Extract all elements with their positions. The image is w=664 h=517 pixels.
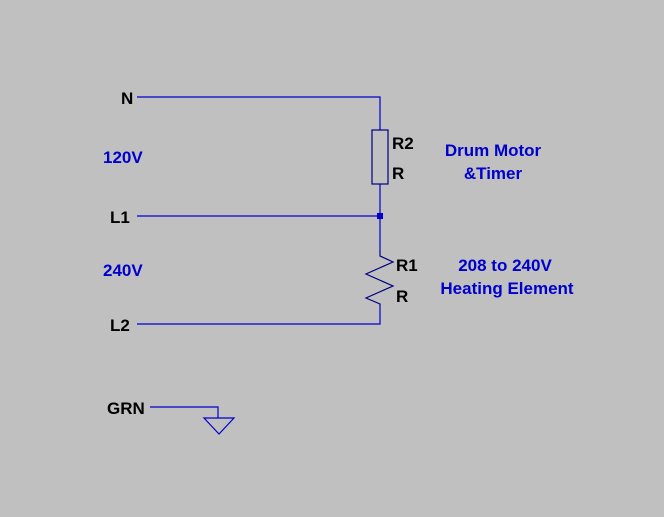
resistor-zigzag-icon [364, 250, 395, 306]
ground-icon [202, 417, 236, 435]
note-motor-line2: &Timer [464, 164, 523, 183]
wire-l2 [137, 306, 381, 325]
component-value-r1: R [396, 287, 408, 306]
wire-n [137, 96, 381, 130]
resistor-box-icon [371, 129, 389, 185]
junction-dot-icon [377, 213, 383, 219]
net-label-n: N [121, 89, 133, 108]
note-heater-line1: 208 to 240V [458, 256, 552, 275]
voltage-label-lower: 240V [103, 261, 143, 280]
voltage-label-upper: 120V [103, 148, 143, 167]
component-value-r2: R [392, 164, 404, 183]
wire-grn [150, 406, 219, 418]
net-label-l2: L2 [110, 316, 130, 335]
component-ref-r1: R1 [396, 256, 418, 275]
component-ref-r2: R2 [392, 134, 414, 153]
net-label-grn: GRN [107, 399, 145, 418]
note-motor-line1: Drum Motor [445, 141, 542, 160]
net-label-l1: L1 [110, 208, 130, 227]
note-heater-line2: Heating Element [440, 279, 574, 298]
